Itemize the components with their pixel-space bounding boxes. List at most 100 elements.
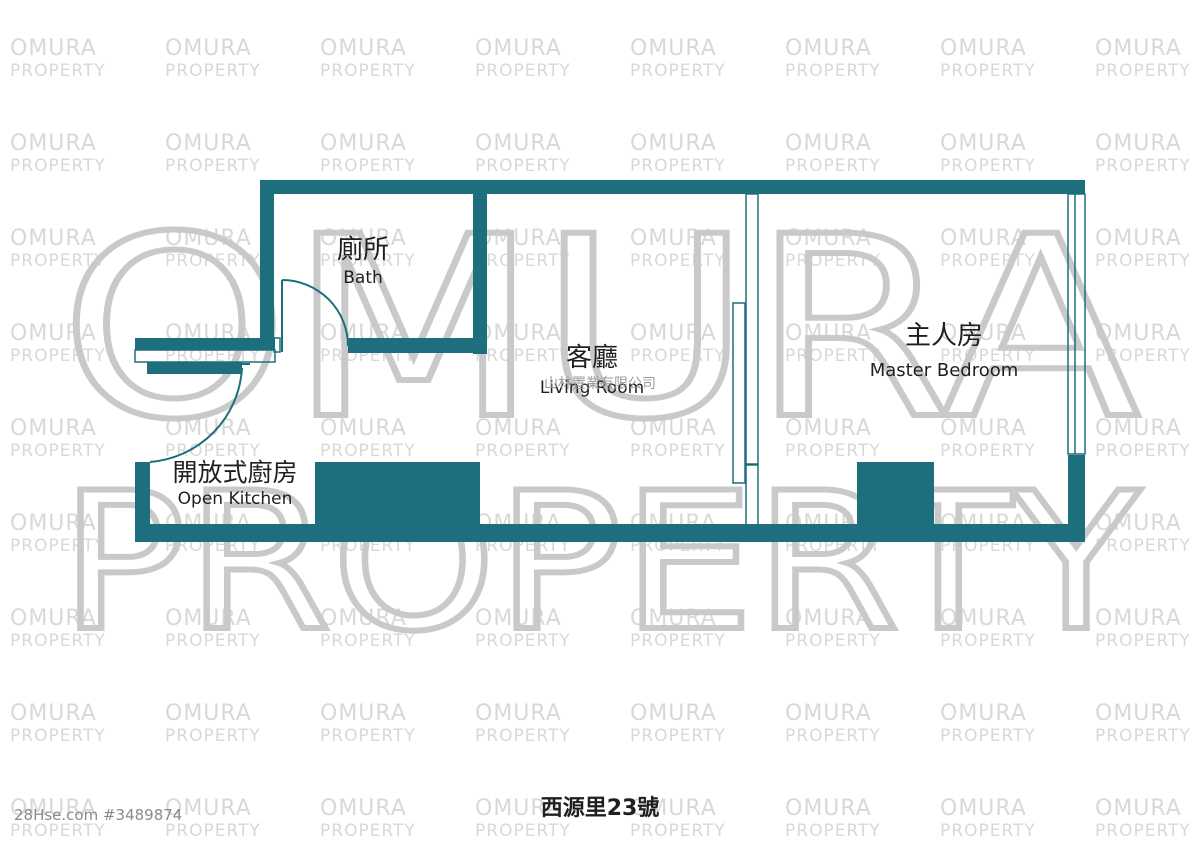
watermark-tile-line1: OMURA [940,226,1027,251]
watermark-tile-line1: OMURA [940,416,1027,441]
watermark-tile-line2: PROPERTY [940,441,1036,461]
watermark-tile-line2: PROPERTY [10,726,106,746]
watermark-tile-line2: PROPERTY [940,631,1036,651]
living-label-cn: 客廳 [566,343,618,373]
watermark-tile-line2: PROPERTY [165,251,261,271]
watermark-tile-line2: PROPERTY [630,346,726,366]
watermark-tile-line2: PROPERTY [320,251,416,271]
watermark-tile-line1: OMURA [165,36,252,61]
watermark-tile-line2: PROPERTY [320,726,416,746]
watermark-tile-line2: PROPERTY [1095,156,1191,176]
watermark-tile-line1: OMURA [1095,321,1182,346]
kitchen-label-cn: 開放式廚房 [172,458,297,487]
watermark-tile-line2: PROPERTY [940,726,1036,746]
watermark-tile-line1: OMURA [165,701,252,726]
watermark-tile-line1: OMURA [940,606,1027,631]
watermark-tile-line1: OMURA [1095,131,1182,156]
watermark-tile-line2: PROPERTY [320,441,416,461]
watermark-tile-line2: PROPERTY [475,61,571,81]
watermark-tile-line2: PROPERTY [10,821,106,841]
watermark-tile-line2: PROPERTY [475,251,571,271]
watermark-tile-line1: OMURA [630,606,717,631]
wall-kitchen-upper-ledge2 [147,362,242,374]
watermark-tile-line1: OMURA [10,606,97,631]
room-labels: 廁所 Bath 客廳 Living Room 山林置業有限公司 主人房 Mast… [172,235,1018,509]
watermark-tile-line2: PROPERTY [475,346,571,366]
watermark-tile-line1: OMURA [10,701,97,726]
watermark-tile-line1: OMURA [320,131,407,156]
watermark-tile-line1: OMURA [630,226,717,251]
watermark-tile-line1: OMURA [630,416,717,441]
watermark-tile-line1: OMURA [165,226,252,251]
watermark-tile-line2: PROPERTY [165,821,261,841]
watermark-tile-line2: PROPERTY [1095,821,1191,841]
watermark-tile-line1: OMURA [320,606,407,631]
watermark-tile-line1: OMURA [630,36,717,61]
watermark-tile-line2: PROPERTY [1095,346,1191,366]
watermark-tile-line2: PROPERTY [1095,61,1191,81]
watermark-tile-line1: OMURA [10,131,97,156]
watermark-tile-line2: PROPERTY [940,346,1036,366]
watermark-tile-line1: OMURA [940,36,1027,61]
wall-kitchen-upper-ledge [135,338,275,350]
watermark-tile-line1: OMURA [10,511,97,536]
watermark-tile-line2: PROPERTY [10,631,106,651]
wall-bath-right [473,180,487,354]
watermark-tile-line1: OMURA [475,36,562,61]
living-bedroom-partition-bottom [745,464,759,526]
watermark-tile-line1: OMURA [940,701,1027,726]
watermark-tile-line2: PROPERTY [1095,441,1191,461]
watermark-large: OMURA PROPERTY [57,180,1144,676]
watermark-tile-line2: PROPERTY [785,821,881,841]
listing-id: 28Hse.com #3489874 [14,806,183,824]
watermark-tile-line1: OMURA [1095,36,1182,61]
watermark-tile-line2: PROPERTY [1095,726,1191,746]
watermark-tile-line1: OMURA [785,416,872,441]
wall-bath-bottom-right [348,338,487,353]
doors [149,279,349,463]
watermark-large-line1: OMURA [60,183,1140,474]
bath-label-cn: 廁所 [337,235,389,265]
watermark-tile-line1: OMURA [1095,416,1182,441]
watermark-tile-line2: PROPERTY [785,61,881,81]
door-jamb-left [273,337,281,353]
watermark-tile-line2: PROPERTY [630,441,726,461]
watermark-tile-line2: PROPERTY [320,821,416,841]
wall-top [260,180,1085,194]
wall-right-lower [1068,455,1085,542]
living-label-en: Living Room [540,378,644,398]
watermark-tile-line1: OMURA [10,321,97,346]
watermark-tile-line2: PROPERTY [10,346,106,366]
watermark-tile-line2: PROPERTY [940,821,1036,841]
watermark-tile-line1: OMURA [1095,701,1182,726]
watermark-tile-line1: OMURA [785,36,872,61]
watermark-tile-line1: OMURA [165,796,252,821]
watermark-tile-line2: PROPERTY [785,726,881,746]
watermark-tile-line1: OMURA [630,701,717,726]
watermark-tile-line2: PROPERTY [10,441,106,461]
watermark-tile-line1: OMURA [940,131,1027,156]
watermark-tile-line2: PROPERTY [475,726,571,746]
watermark-tile-line2: PROPERTY [165,61,261,81]
watermark-tile-line2: PROPERTY [475,156,571,176]
watermark-tile-line2: PROPERTY [1095,631,1191,651]
watermark-tile-line1: OMURA [1095,606,1182,631]
watermark-tile-line2: PROPERTY [475,441,571,461]
wall-bottom [135,524,1085,542]
watermark-tile-line2: PROPERTY [785,346,881,366]
watermark-tile-line1: OMURA [320,226,407,251]
watermark-tile-line2: PROPERTY [475,821,571,841]
watermark-tile-line2: PROPERTY [475,631,571,651]
watermark-large-line2: PROPERTY [60,452,1141,673]
watermark-tile-line2: PROPERTY [785,251,881,271]
watermark-tile-line1: OMURA [785,606,872,631]
bedroom-cabinet [857,462,934,532]
watermark-tile-line2: PROPERTY [630,156,726,176]
walls [135,180,1085,542]
wall-kitchen-left [135,462,150,542]
watermark-tile-line1: OMURA [320,416,407,441]
watermark-tile-line2: PROPERTY [165,441,261,461]
company-stamp: 山林置業有限公司 [544,376,656,392]
watermark-tile-line1: OMURA [475,701,562,726]
